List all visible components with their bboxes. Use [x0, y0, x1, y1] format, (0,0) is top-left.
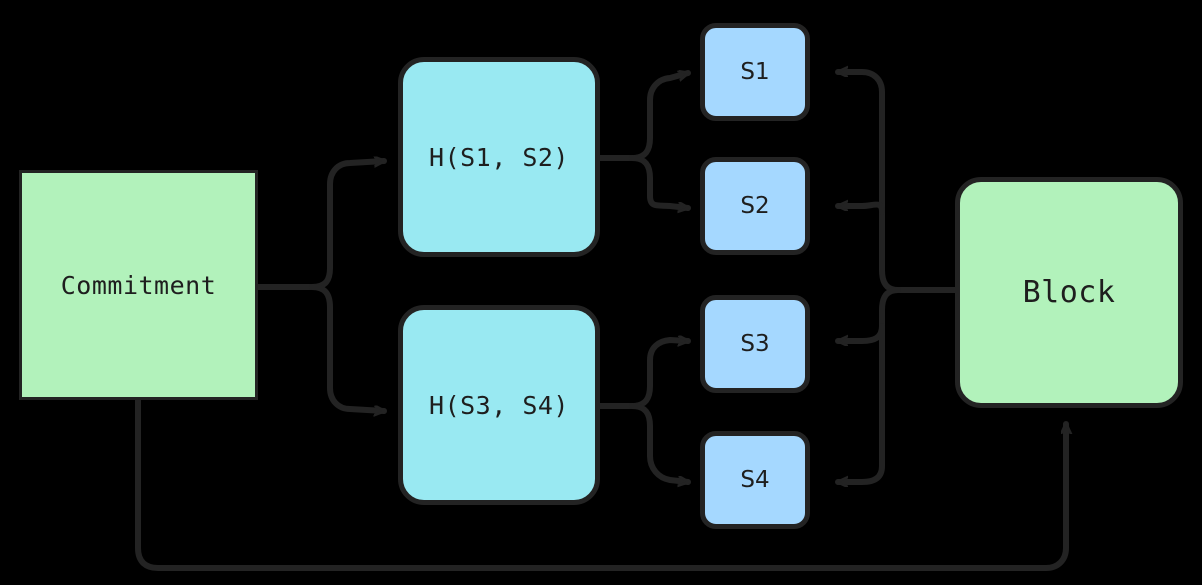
edge-commitment-h12: [309, 161, 387, 290]
node-s3[interactable]: S3: [700, 295, 810, 393]
node-h-s1-s2-label: H(S1, S2): [429, 142, 569, 172]
edge-block-s3: [835, 287, 901, 341]
node-block-label: Block: [1022, 275, 1116, 310]
node-s1[interactable]: S1: [700, 23, 810, 121]
node-s4-label: S4: [740, 467, 770, 493]
edge-commitment-h34: [309, 284, 387, 411]
node-s3-label: S3: [740, 331, 770, 357]
node-h-s1-s2[interactable]: H(S1, S2): [398, 57, 600, 257]
node-s4[interactable]: S4: [700, 431, 810, 529]
node-commitment-label: Commitment: [60, 270, 217, 300]
edge-block-trunk-down: [835, 323, 885, 482]
edge-h12-s1: [629, 73, 691, 161]
node-s1-label: S1: [740, 59, 770, 85]
edge-h34-s4: [629, 403, 691, 482]
node-commitment[interactable]: Commitment: [19, 170, 258, 400]
edge-h12-s2: [629, 155, 691, 208]
edge-h34-s3: [629, 340, 691, 409]
node-block[interactable]: Block: [955, 177, 1183, 408]
edge-block-s2: [835, 205, 885, 215]
node-s2[interactable]: S2: [700, 157, 810, 255]
edge-block-trunk-up: [835, 72, 901, 293]
node-s2-label: S2: [740, 193, 770, 219]
node-h-s3-s4-label: H(S3, S4): [429, 390, 569, 420]
edge-commitment-block-loop: [135, 397, 1066, 571]
node-h-s3-s4[interactable]: H(S3, S4): [398, 305, 600, 505]
